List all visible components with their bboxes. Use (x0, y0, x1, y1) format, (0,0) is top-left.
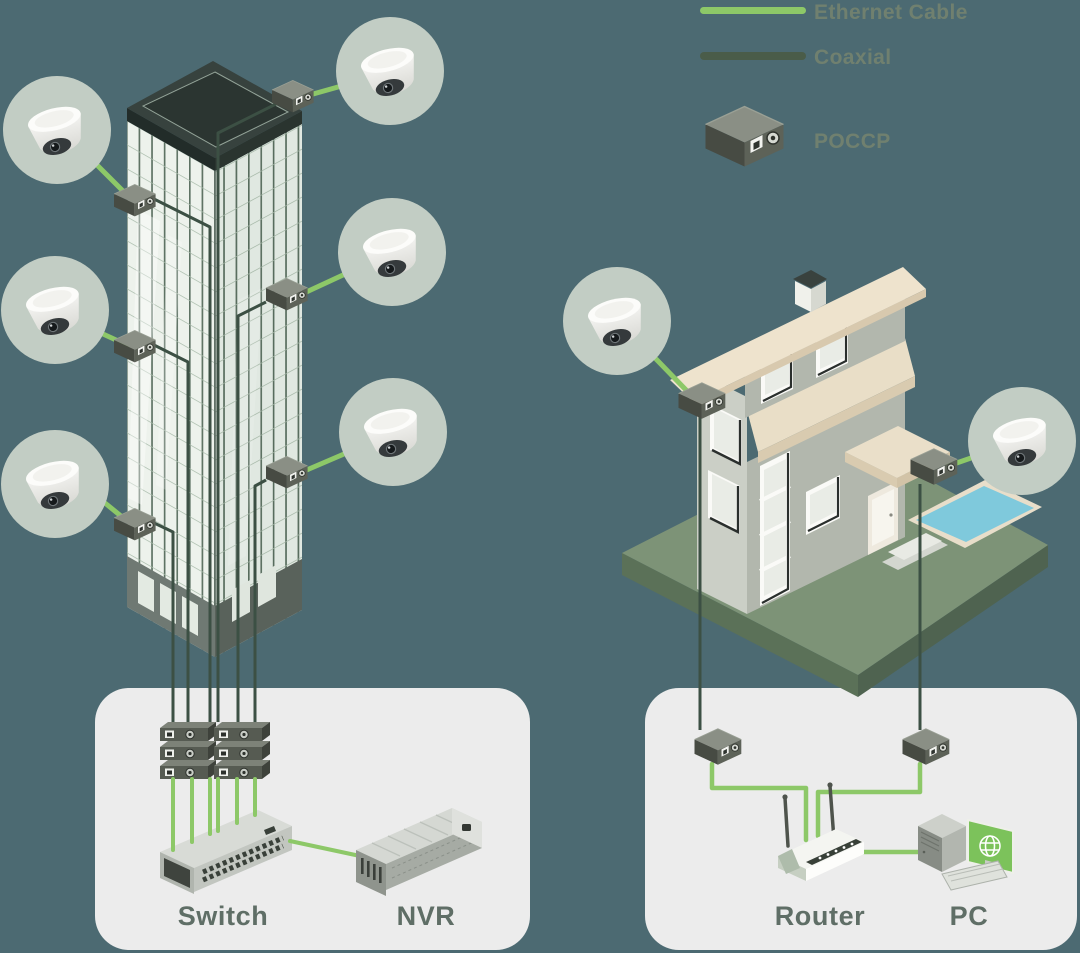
ethernet-cable (299, 451, 347, 475)
legend-coaxial-line (700, 52, 806, 60)
dome-camera-bubble (335, 16, 445, 126)
house-scene (622, 267, 1048, 697)
porch-step (888, 533, 942, 560)
building-parapet (215, 111, 302, 171)
nvr-recorder (356, 808, 482, 896)
converter-stack (159, 721, 271, 780)
entrance-door (138, 571, 154, 612)
ethernet-cable (288, 839, 362, 858)
door-knob (889, 513, 893, 517)
pc-label: PC (950, 901, 989, 931)
dome-camera-bubble (967, 386, 1077, 496)
swimming-pool (916, 486, 1034, 542)
chimney-cap (793, 270, 827, 288)
legend-ethernet-line (700, 7, 806, 14)
lower-roof-edge (758, 376, 915, 463)
grass-side (622, 553, 858, 697)
ethernet-cable (815, 761, 923, 839)
network-switch (160, 810, 292, 894)
pc-monitor (967, 818, 1014, 875)
coax-cable (151, 196, 212, 722)
window-glass (810, 482, 836, 525)
chimney (811, 281, 826, 312)
ethernet-cable (709, 761, 809, 843)
coax-cable (216, 102, 277, 722)
router-label: Router (775, 901, 866, 931)
building-roof-inset (141, 71, 290, 148)
legend: Ethernet Cable Coaxial POCCP (700, 1, 968, 168)
desktop-pc (918, 814, 1014, 891)
dome-camera-bubble (0, 255, 110, 365)
ethernet-panel-left (171, 777, 362, 858)
nvr-label: NVR (397, 901, 456, 931)
coax-cable (236, 300, 267, 722)
window-glass (712, 474, 736, 528)
window-mullions (759, 484, 791, 573)
entrance-door (182, 596, 198, 636)
legend-ethernet-label: Ethernet Cable (814, 1, 968, 24)
legend-converter-label: POCCP (814, 130, 891, 153)
dome-camera-bubble (338, 377, 448, 487)
upper-roof (670, 267, 926, 402)
left-panel-content: Switch NVR (159, 721, 482, 931)
office-building (127, 61, 302, 657)
window-shadow (761, 453, 790, 604)
entrance-door (258, 565, 276, 607)
porch-roof-edge (845, 452, 897, 488)
ethernet-cable (653, 356, 691, 395)
wifi-router (778, 782, 864, 881)
switch-label: Switch (178, 901, 269, 931)
coaxial-cables (151, 102, 922, 730)
glass-glare (156, 235, 182, 490)
chimney (795, 281, 811, 312)
ethernet-panel-right (709, 761, 923, 855)
globe-icon (979, 835, 1001, 857)
coax-cable (253, 478, 267, 722)
dome-camera-bubble (562, 266, 672, 376)
ethernet-cable (299, 272, 346, 297)
window-glass (714, 408, 738, 460)
porch-roof (845, 426, 950, 478)
building-parapet (127, 108, 215, 171)
dome-camera-bubble (0, 429, 110, 539)
grass-side (858, 545, 1048, 697)
window-shadow (807, 477, 840, 532)
dome-camera-bubble (2, 75, 112, 185)
eoc-converter-icon (704, 105, 785, 168)
upper-roof-edge (693, 289, 926, 410)
lower-roof (748, 338, 915, 452)
legend-coaxial-label: Coaxial (814, 46, 892, 69)
front-door-panel (872, 489, 894, 546)
coax-cable (151, 520, 175, 722)
right-panel-content: Router PC (694, 728, 1014, 931)
coax-cable (151, 342, 190, 722)
window-shadow (709, 486, 740, 534)
dome-camera-bubble (337, 197, 447, 307)
window-shadow (711, 420, 742, 466)
